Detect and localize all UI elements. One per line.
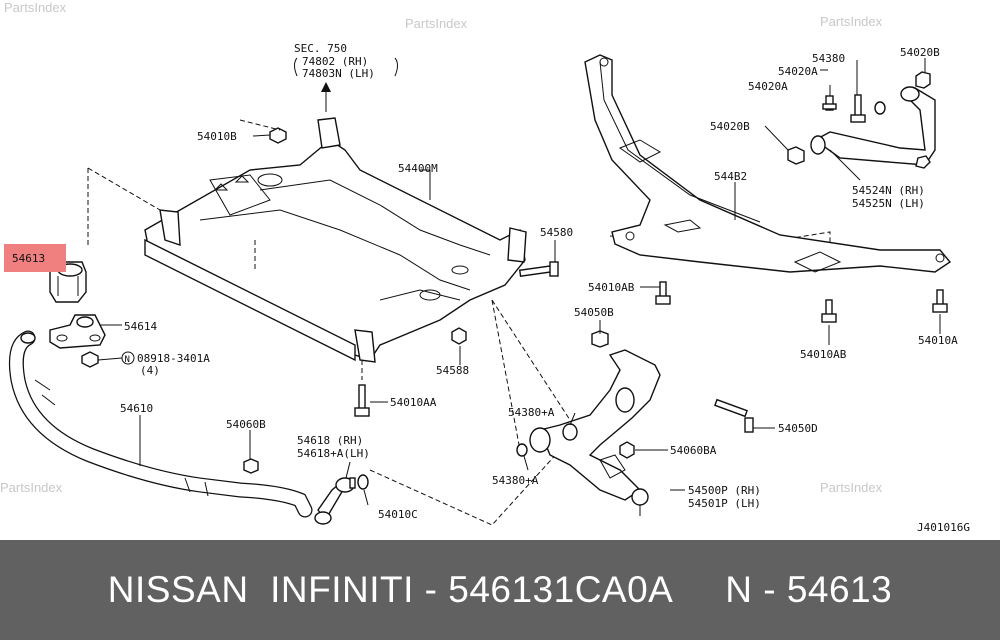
parts-diagram: PartsIndex PartsIndex PartsIndex PartsIn… [0,0,970,534]
upper-arm-54524n [810,86,936,169]
bolt-54580 [518,261,559,277]
nut-54010c [357,474,369,490]
label-54501p-lh: 54501P (LH) [688,497,761,510]
label-54010b: 54010B [197,130,237,143]
n-circle-letter: N [125,355,130,365]
label-54020b-mid: 54020B [710,120,750,133]
footer-part-number: NISSAN INFINITI - 546131CA0A N - 54613 [107,569,893,610]
watermark: PartsIndex [4,0,67,15]
nut-54010b [269,127,287,144]
lower-arm-54500p [529,349,661,516]
sec-750-arrow [321,82,331,112]
label-54050d: 54050D [778,422,818,435]
bolt-54010aa [354,384,370,417]
washer-54380a [516,443,528,457]
label-74802-rh: 74802 (RH) [302,55,368,68]
label-54380a-upper: 54380+A [508,406,555,419]
label-544b2: 544B2 [714,170,747,183]
watermark: PartsIndex [0,480,63,495]
label-54020a-1: 54020A [778,65,818,78]
label-54400m: 54400M [398,162,438,175]
label-54613-highlighted[interactable]: 54613 [12,252,45,265]
nut-54060ba [619,441,635,459]
watermark: PartsIndex [820,14,883,29]
bracket-544b2 [584,54,952,273]
label-08918-qty: (4) [140,364,160,377]
nut-54020b-mid [787,146,805,165]
subframe-54400m [144,117,527,363]
nut-08918 [81,351,99,368]
label-54524n-rh: 54524N (RH) [852,184,925,197]
label-54010aa: 54010AA [390,396,437,409]
label-54010c: 54010C [378,508,418,521]
nut-54060b [243,458,259,474]
stabilizer-link-54618 [314,477,356,525]
bolt-54010a [932,289,948,313]
label-54050b: 54050B [574,306,614,319]
bolt-54050d [714,398,754,433]
bolt-54020a [822,95,837,111]
label-54525n-lh: 54525N (LH) [852,197,925,210]
label-54060ba: 54060BA [670,444,717,457]
nut-54020b-top [915,71,931,89]
label-54500p-rh: 54500P (RH) [688,484,761,497]
label-54618a-lh: 54618+A(LH) [297,447,370,460]
label-54020b-top: 54020B [900,46,940,59]
label-54060b: 54060B [226,418,266,431]
diagram-code: J401016G [917,521,970,534]
label-54020a-2: 54020A [748,80,788,93]
nut-54588 [451,327,467,345]
label-54610: 54610 [120,402,153,415]
label-54588: 54588 [436,364,469,377]
label-54618-rh: 54618 (RH) [297,434,363,447]
bolt-54010ab-right [821,299,837,323]
label-08918-3401a: 08918-3401A [137,352,210,365]
label-sec-750: SEC. 750 [294,42,347,55]
label-54580: 54580 [540,226,573,239]
n-circle-icon [121,351,135,365]
label-54010a: 54010A [918,334,958,347]
clamp-54614 [49,314,106,349]
stabilizer-bar-54610 [8,330,313,518]
label-74803n-lh: 74803N (LH) [302,67,375,80]
highlight-54613 [4,244,66,272]
label-54614: 54614 [124,320,157,333]
label-54380a-lower: 54380+A [492,474,539,487]
bolt-54010ab-left [655,281,671,305]
label-54010ab-left: 54010AB [588,281,635,294]
bolt-54380 [850,94,886,123]
label-54010ab-right: 54010AB [800,348,847,361]
watermark: PartsIndex [820,480,883,495]
label-54380: 54380 [812,52,845,65]
part-number-footer: NISSAN INFINITI - 546131CA0A N - 54613 [0,540,1000,640]
watermark: PartsIndex [405,16,468,31]
